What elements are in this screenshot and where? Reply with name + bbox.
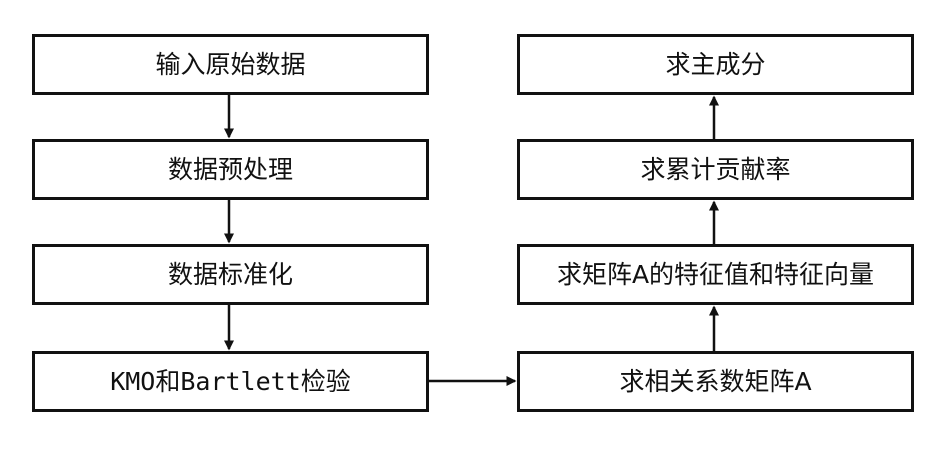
step-input-raw-data: 输入原始数据 (32, 34, 429, 95)
step-label: 求矩阵A的特征值和特征向量 (556, 260, 875, 289)
step-label: 数据预处理 (167, 155, 293, 184)
step-label: 求相关系数矩阵A (619, 367, 812, 396)
step-label: 数据标准化 (167, 260, 293, 289)
step-label: 输入原始数据 (155, 50, 306, 79)
step-cumulative-contribution: 求累计贡献率 (517, 139, 914, 200)
step-correlation-matrix: 求相关系数矩阵A (517, 351, 914, 412)
step-kmo-bartlett-test: KMO和Bartlett检验 (32, 351, 429, 412)
step-principal-components: 求主成分 (517, 34, 914, 95)
step-data-preprocessing: 数据预处理 (32, 139, 429, 200)
step-label: KMO和Bartlett检验 (110, 367, 351, 396)
step-data-standardization: 数据标准化 (32, 244, 429, 305)
step-label: 求累计贡献率 (640, 155, 791, 184)
step-label: 求主成分 (665, 50, 766, 79)
step-eigen-decomposition: 求矩阵A的特征值和特征向量 (517, 244, 914, 305)
